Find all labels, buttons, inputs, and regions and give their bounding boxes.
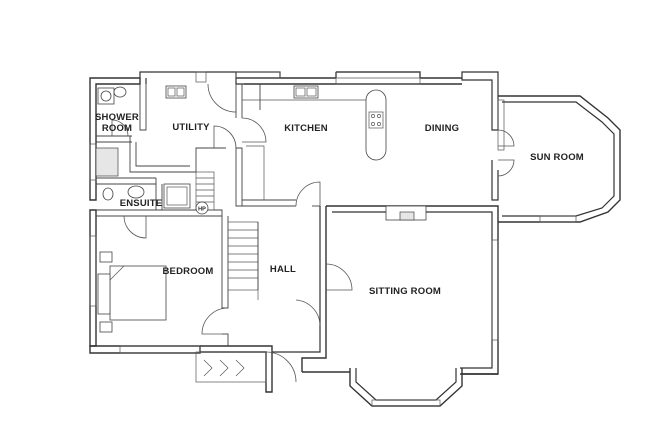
hob-icon [368, 111, 384, 129]
windows [89, 71, 577, 407]
utility-sink [165, 85, 187, 99]
room-label-ensuite: ENSUITE [120, 198, 163, 209]
room-label-utility: UTILITY [172, 122, 210, 133]
room-label-shower-room-line1: SHOWER [95, 112, 139, 123]
front-step [195, 351, 267, 383]
kitchen-sink [293, 85, 319, 99]
ensuite-basin [127, 185, 145, 199]
room-label-sun-room: SUN ROOM [530, 152, 584, 163]
room-label-shower-room-line2: ROOM [102, 123, 132, 134]
double-bed [109, 265, 167, 321]
room-label-dining: DINING [425, 123, 459, 134]
room-label-sitting-room: SITTING ROOM [369, 286, 441, 297]
ensuite-shower [163, 183, 191, 209]
bedside-table-top [99, 251, 113, 263]
heat-pump-label: HP [198, 207, 206, 213]
room-labels: SHOWER ROOM UTILITY KITCHEN DINING SUN R… [95, 112, 584, 297]
doors [111, 83, 515, 383]
bed-headboard [97, 273, 111, 315]
shower-room-toilet [113, 86, 127, 98]
kitchen-island [365, 89, 387, 161]
bedside-table-bottom [99, 321, 113, 333]
room-label-hall: HALL [270, 264, 296, 275]
shower-room-cabinet [95, 147, 119, 177]
fixtures: HP [95, 71, 427, 383]
ensuite-toilet [102, 187, 114, 201]
heat-pump-icon [195, 201, 209, 215]
room-label-bedroom: BEDROOM [162, 266, 213, 277]
room-label-kitchen: KITCHEN [284, 123, 328, 134]
staircase [195, 171, 259, 291]
outer-walls [89, 71, 621, 407]
